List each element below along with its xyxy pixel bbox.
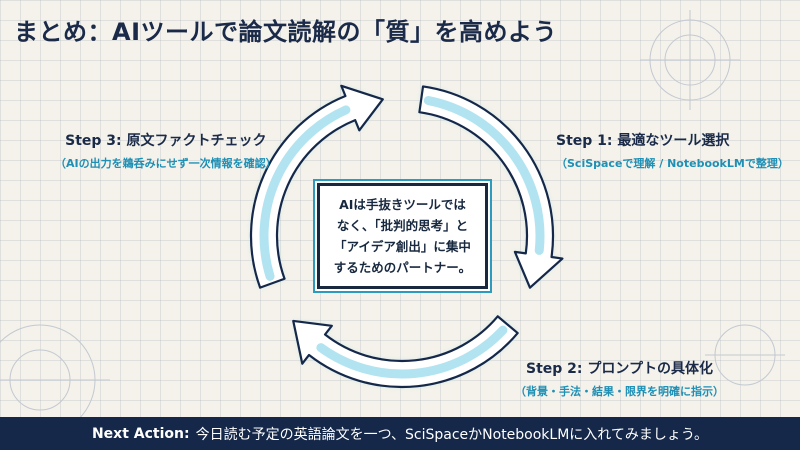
- center-line-2: なく、「批判的思考」と: [336, 218, 469, 233]
- page-title: まとめ：AIツールで論文読解の「質」を高めよう: [14, 18, 558, 46]
- center-line-1: AIは手抜きツールでは: [339, 197, 466, 212]
- step-1-subtitle: （SciSpaceで理解 / NotebookLMで整理）: [556, 157, 789, 170]
- next-action-bar: Next Action: 今日読む予定の英語論文を一つ、SciSpaceかNot…: [0, 417, 800, 450]
- step-2-subtitle: （背景・手法・結果・限界を明確に指示）: [515, 385, 724, 398]
- center-message-box: AIは手抜きツールでは なく、「批判的思考」と 「アイデア創出」に集中 するため…: [317, 183, 488, 289]
- step-1-title: Step 1: 最適なツール選択: [556, 133, 730, 149]
- step-1: Step 1: 最適なツール選択 （SciSpaceで理解 / Notebook…: [556, 130, 789, 171]
- arrow-step-1: [418, 85, 564, 289]
- center-message: AIは手抜きツールでは なく、「批判的思考」と 「アイデア創出」に集中 するため…: [334, 194, 471, 278]
- next-action-label: Next Action:: [91, 425, 190, 442]
- center-line-3: 「アイデア創出」に集中: [334, 239, 471, 254]
- center-line-4: するためのパートナー。: [333, 260, 472, 275]
- step-3-subtitle: （AIの出力を鵜呑みにせず一次情報を確認）: [55, 157, 277, 170]
- step-2-title: Step 2: プロンプトの具体化: [526, 361, 713, 377]
- step-3-title: Step 3: 原文ファクトチェック: [65, 133, 267, 149]
- arrow-step-3: [249, 84, 384, 289]
- step-3: Step 3: 原文ファクトチェック （AIの出力を鵜呑みにせず一次情報を確認）: [55, 130, 277, 171]
- step-2: Step 2: プロンプトの具体化 （背景・手法・結果・限界を明確に指示）: [515, 358, 724, 399]
- next-action-text: 今日読む予定の英語論文を一つ、SciSpaceかNotebookLMに入れてみま…: [195, 426, 709, 443]
- arrow-step-2: [292, 315, 519, 389]
